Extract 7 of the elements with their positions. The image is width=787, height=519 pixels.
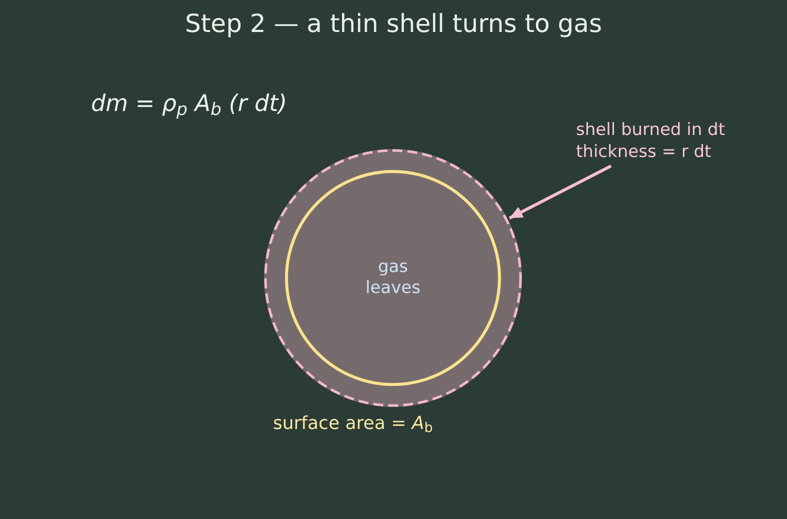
title: Step 2 — a thin shell turns to gas — [185, 8, 602, 40]
callout-text: thickness = r dt — [576, 141, 712, 163]
circle-label: gas leaves — [364, 257, 422, 299]
callout-text: shell burned in dt — [576, 119, 725, 141]
arrow — [508, 164, 612, 220]
surface-area-label: surface area = A$_{b}$ — [273, 412, 433, 437]
formula: dm = ρ$_{p}$ A$_{b}$ (r dt) — [91, 90, 288, 122]
